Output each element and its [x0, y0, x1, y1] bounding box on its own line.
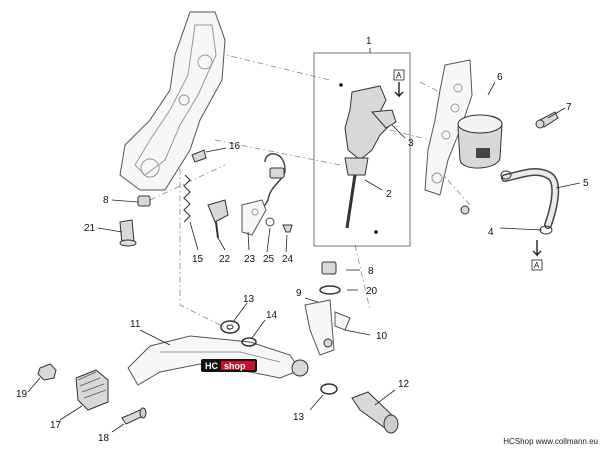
callout-12: 12 [398, 379, 410, 390]
footer-credit: HCShop www.collmann.eu [503, 437, 598, 446]
washer-13-top [220, 320, 240, 334]
ref-marker-top-label: A [396, 71, 402, 80]
washer-13-bottom [320, 383, 338, 395]
watermark-hc: HC [205, 361, 218, 371]
pedal-pad [75, 369, 109, 411]
switch-bracket [241, 199, 267, 236]
pivot-bolt-12 [351, 391, 399, 434]
ref-marker-bottom: A [531, 240, 543, 271]
footrest-bracket-right [424, 59, 473, 196]
callout-23: 23 [244, 254, 256, 265]
watermark-shop: shop [224, 361, 246, 371]
ref-marker-top: A [393, 69, 405, 98]
callout-3: 3 [408, 138, 414, 149]
callout-22: 22 [219, 254, 231, 265]
callout-16: 16 [229, 141, 241, 152]
callout-6: 6 [497, 72, 503, 83]
screw-16 [191, 149, 207, 163]
return-spring [183, 174, 191, 223]
callout-21: 21 [84, 223, 96, 234]
callout-5: 5 [583, 178, 589, 189]
callout-8-right: 8 [368, 266, 374, 277]
brake-fluid-reservoir [457, 114, 503, 169]
callout-11: 11 [130, 319, 141, 330]
bushing-8-right [321, 261, 337, 275]
bushing-8-left [137, 195, 151, 207]
hcshop-watermark: HC shop [201, 359, 257, 372]
callout-17: 17 [50, 420, 62, 431]
callout-13-bottom: 13 [293, 412, 305, 423]
callout-13-top: 13 [243, 294, 255, 305]
callout-15: 15 [192, 254, 204, 265]
callout-25: 25 [263, 254, 275, 265]
master-cylinder [339, 83, 397, 234]
callout-14: 14 [266, 310, 278, 321]
brake-light-switch [207, 153, 286, 239]
small-hardware-24-25 [265, 217, 293, 233]
callout-8-left: 8 [103, 195, 109, 206]
callout-1: 1 [366, 36, 372, 47]
callout-10: 10 [376, 331, 388, 342]
oring-14 [241, 337, 257, 347]
clevis-9-10 [304, 299, 351, 356]
callout-20: 20 [366, 286, 378, 297]
callout-9: 9 [296, 288, 302, 299]
leader-lines [27, 48, 581, 433]
oring-20 [319, 285, 341, 295]
callout-19: 19 [16, 389, 28, 400]
callout-7: 7 [566, 102, 572, 113]
ref-marker-bottom-label: A [534, 261, 540, 270]
callout-2: 2 [386, 189, 392, 200]
callout-18: 18 [98, 433, 110, 444]
callout-numbers: 1 2 3 4 5 6 7 8 8 9 10 11 12 13 14 13 15… [16, 36, 589, 444]
nut-19 [37, 363, 57, 381]
reservoir-hose [501, 168, 560, 229]
bolt-18 [121, 407, 147, 425]
master-cylinder-group-box [313, 52, 411, 247]
callout-24: 24 [282, 254, 294, 265]
screw-7 [535, 111, 559, 129]
footrest-bracket-left [119, 11, 226, 191]
callout-4: 4 [488, 227, 494, 238]
bracket-bolt-right [460, 205, 470, 215]
pin-21 [119, 219, 137, 247]
